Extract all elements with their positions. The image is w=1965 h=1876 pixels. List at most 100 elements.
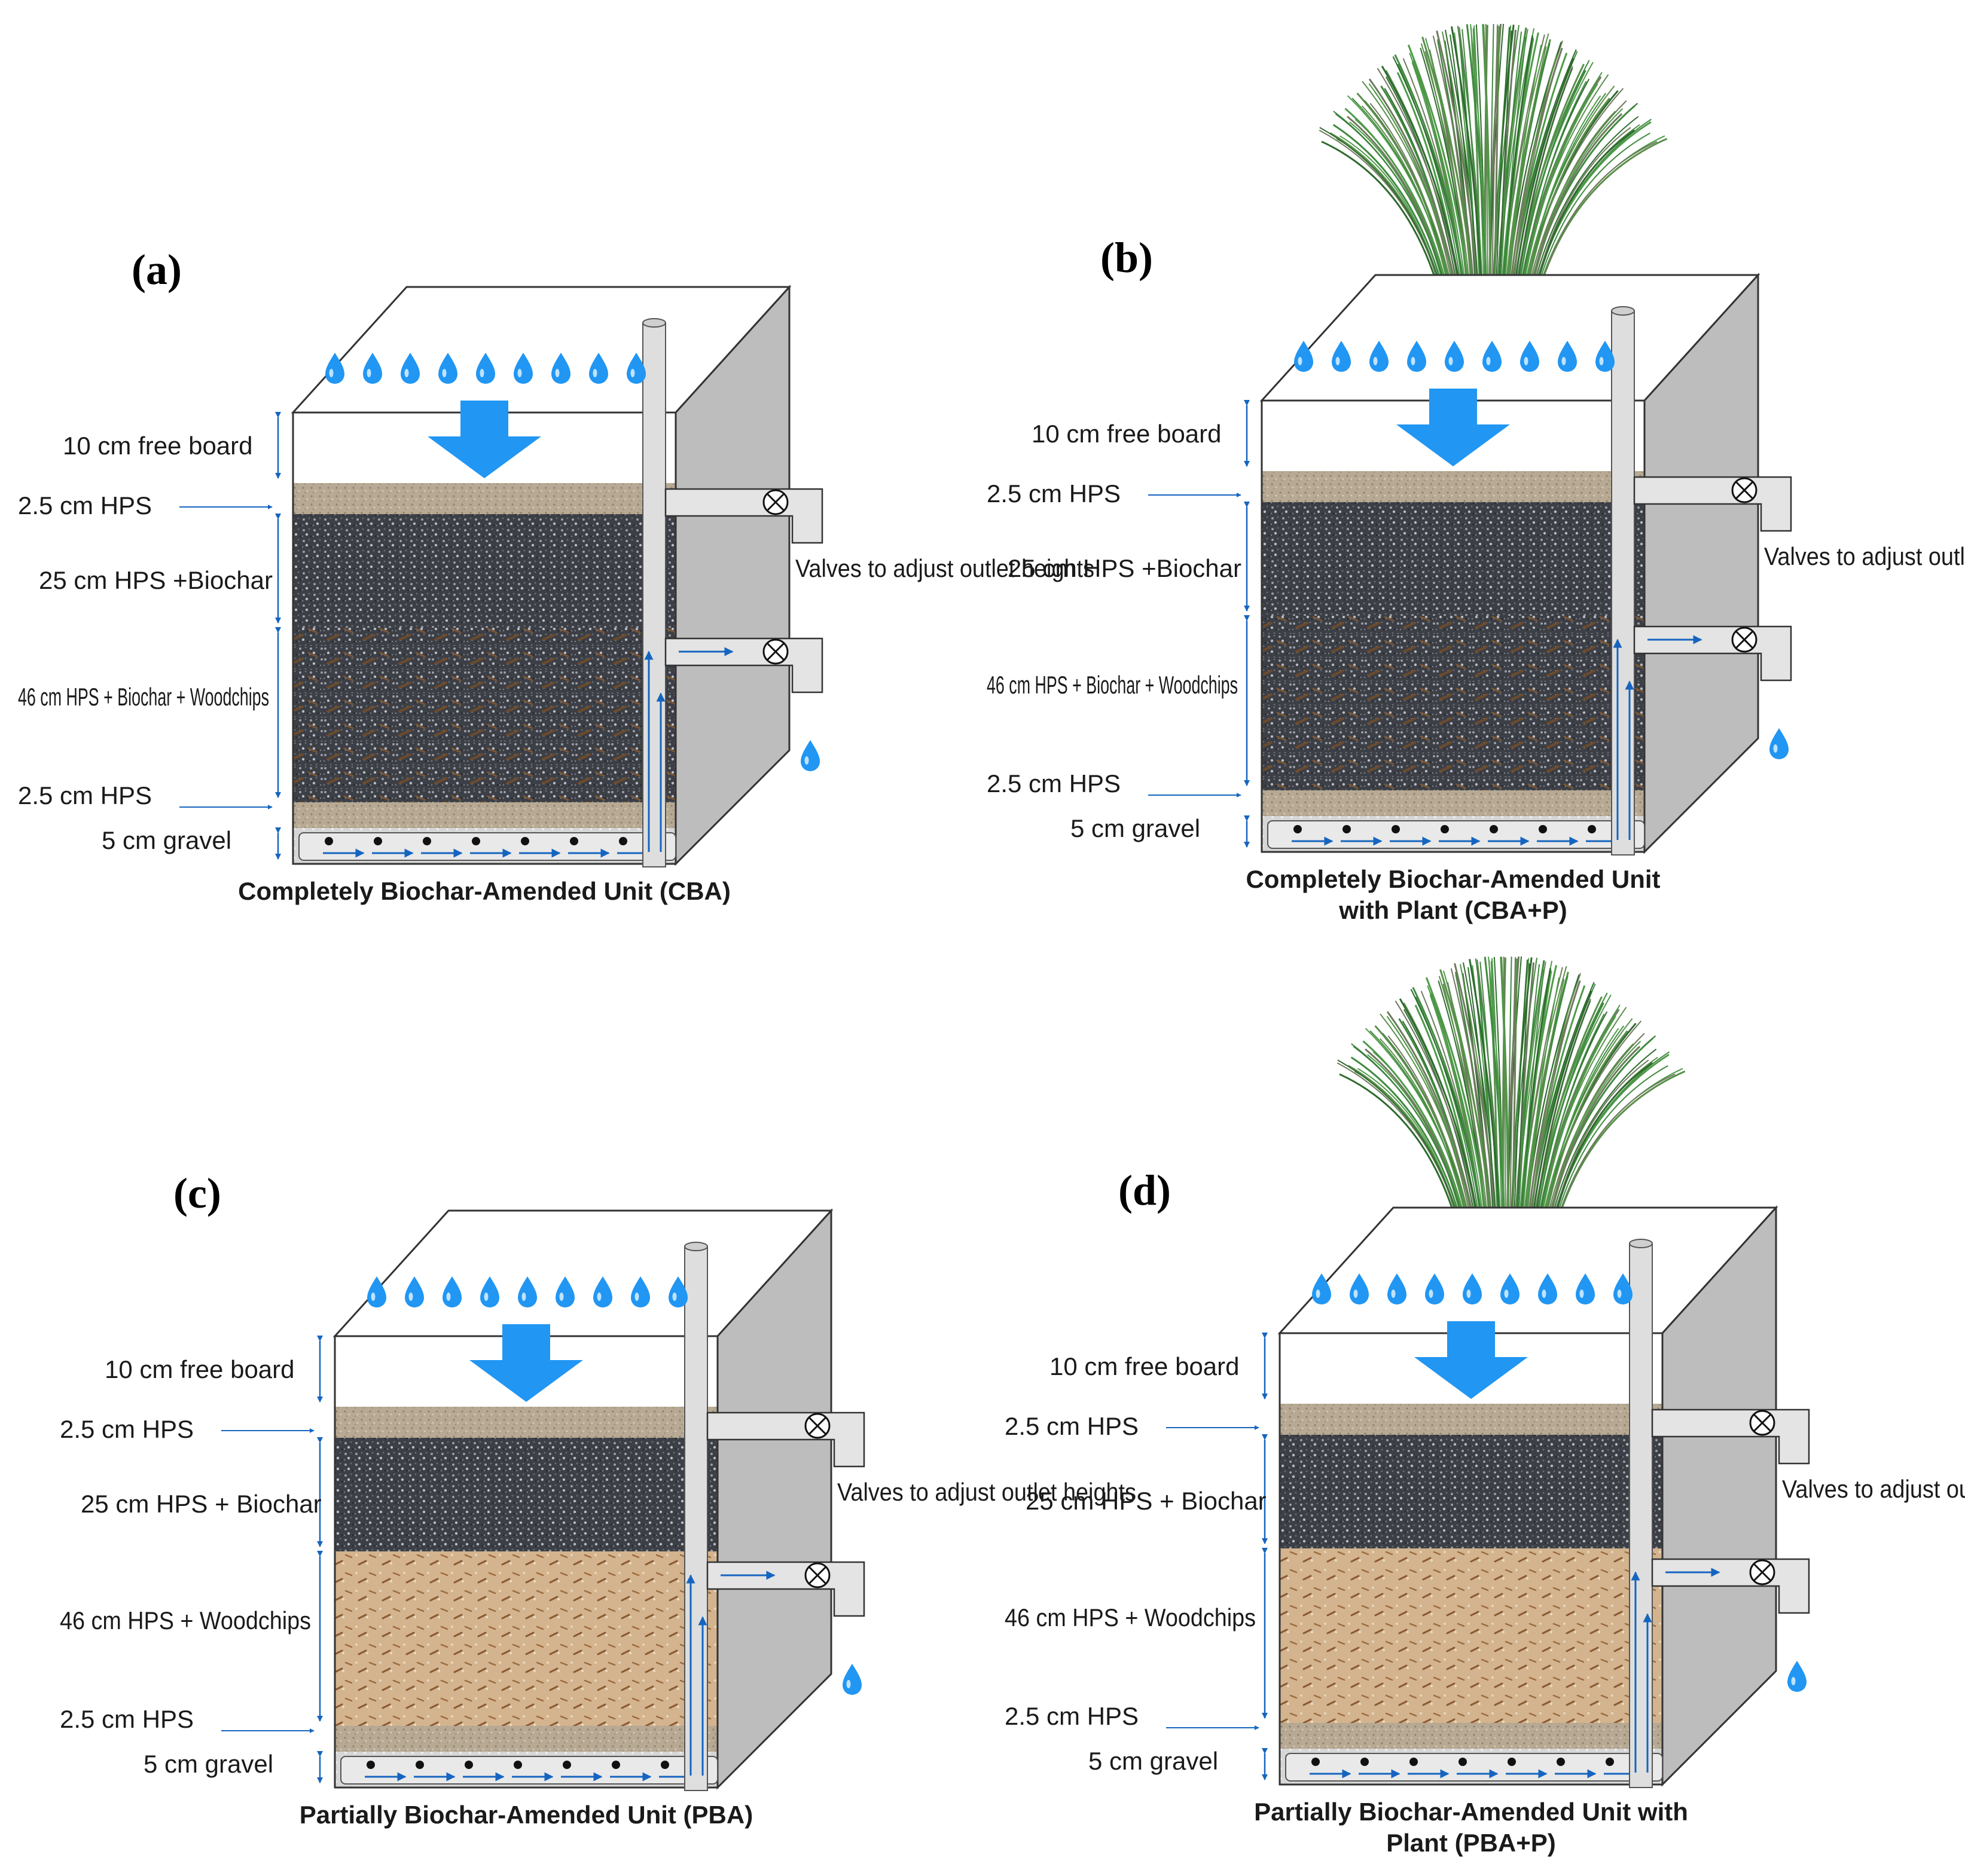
down-arrow-icon bbox=[469, 1324, 583, 1402]
water-drop-icon bbox=[843, 1664, 862, 1695]
water-drop-icon bbox=[1482, 341, 1502, 372]
hps-top-layer bbox=[1262, 471, 1644, 502]
water-drop-icon bbox=[1369, 341, 1389, 372]
water-drop-icon bbox=[593, 1276, 612, 1307]
water-drop-icon bbox=[514, 353, 533, 384]
water-drop-icon bbox=[363, 353, 382, 384]
down-arrow-icon bbox=[1396, 389, 1510, 466]
perforation-dot bbox=[1508, 1758, 1516, 1766]
water-drop-icon bbox=[1463, 1273, 1482, 1304]
perforation-dot bbox=[325, 837, 333, 845]
mixed-media-layer bbox=[293, 628, 676, 802]
hps-top-layer bbox=[1280, 1404, 1662, 1435]
label-hps-biochar: 25 cm HPS +Biochar bbox=[1008, 554, 1241, 582]
perforation-dot bbox=[374, 837, 382, 845]
valve-icon bbox=[1749, 1559, 1775, 1585]
water-drop-icon bbox=[1445, 341, 1464, 372]
label-valves: Valves to adjust outlet heights bbox=[1782, 1475, 1965, 1503]
water-drop-icon bbox=[801, 740, 820, 771]
underdrain-pipe bbox=[340, 1756, 718, 1785]
hps-biochar-layer bbox=[1280, 1435, 1662, 1548]
riser-pipe bbox=[642, 322, 666, 867]
valve-icon bbox=[1731, 627, 1757, 653]
water-drop-icon bbox=[1576, 1273, 1595, 1304]
label-hps-biochar: 25 cm HPS + Biochar bbox=[1026, 1487, 1267, 1515]
water-drop-icon bbox=[443, 1276, 462, 1307]
hps-bottom-layer bbox=[335, 1726, 718, 1752]
water-drop-icon bbox=[1407, 341, 1426, 372]
water-drop-icon bbox=[1558, 341, 1577, 372]
mixed-media-layer bbox=[335, 1551, 718, 1726]
valve-icon bbox=[804, 1562, 831, 1588]
label-free-board: 10 cm free board bbox=[1032, 420, 1222, 448]
label-mixed-layer: 46 cm HPS + Biochar + Woodchips bbox=[987, 671, 1238, 699]
hps-biochar-layer bbox=[293, 514, 676, 628]
water-drop-icon bbox=[1787, 1661, 1807, 1692]
panel-caption: Completely Biochar-Amended Unit bbox=[1246, 865, 1660, 893]
water-drop-icon bbox=[1613, 1273, 1633, 1304]
water-drop-icon bbox=[669, 1276, 688, 1307]
panel-b: 10 cm free board 2.5 cm HPS 25 cm HPS +Bio… bbox=[987, 23, 1965, 924]
label-hps-top: 2.5 cm HPS bbox=[60, 1415, 194, 1443]
water-drop-icon bbox=[627, 353, 646, 384]
label-hps-bottom: 2.5 cm HPS bbox=[18, 781, 152, 809]
label-hps-top: 2.5 cm HPS bbox=[1005, 1412, 1139, 1440]
valve-icon bbox=[762, 638, 789, 665]
perforation-dot bbox=[465, 1761, 473, 1769]
mixed-media-layer bbox=[1262, 616, 1644, 790]
label-gravel: 5 cm gravel bbox=[102, 826, 231, 854]
water-drop-icon bbox=[1538, 1273, 1557, 1304]
hps-biochar-layer bbox=[1262, 502, 1644, 616]
perforation-dot bbox=[1459, 1758, 1467, 1766]
perforation-dot bbox=[1409, 1758, 1418, 1766]
label-free-board: 10 cm free board bbox=[105, 1355, 295, 1383]
panel-tag: (c) bbox=[173, 1169, 221, 1217]
water-drop-icon bbox=[551, 353, 570, 384]
panel-caption: Partially Biochar-Amended Unit with bbox=[1254, 1798, 1688, 1826]
water-drop-icon bbox=[1769, 728, 1789, 759]
label-valves: Valves to adjust outlet heights bbox=[1764, 542, 1965, 570]
water-drop-icon bbox=[401, 353, 420, 384]
hps-biochar-layer bbox=[335, 1438, 718, 1551]
hps-bottom-layer bbox=[1262, 790, 1644, 816]
panel-caption: Completely Biochar-Amended Unit (CBA) bbox=[238, 877, 731, 905]
label-free-board: 10 cm free board bbox=[1049, 1352, 1240, 1380]
perforation-dot bbox=[472, 837, 480, 845]
label-hps-top: 2.5 cm HPS bbox=[18, 491, 152, 520]
water-drop-icon bbox=[1425, 1273, 1444, 1304]
water-drop-icon bbox=[480, 1276, 499, 1307]
panel-caption: with Plant (CBA+P) bbox=[1338, 896, 1567, 924]
hps-bottom-layer bbox=[1280, 1723, 1662, 1749]
perforation-dot bbox=[423, 837, 431, 845]
perforation-dot bbox=[1311, 1758, 1320, 1766]
label-hps-top: 2.5 cm HPS bbox=[987, 479, 1121, 508]
perforation-dot bbox=[1441, 825, 1449, 833]
riser-pipe bbox=[1611, 310, 1635, 855]
panel-caption: Plant (PBA+P) bbox=[1386, 1829, 1556, 1857]
perforation-dot bbox=[1293, 825, 1302, 833]
perforation-dot bbox=[619, 837, 627, 845]
perforation-dot bbox=[1360, 1758, 1369, 1766]
panel-d: 10 cm free board 2.5 cm HPS 25 cm HPS + Bi… bbox=[1005, 956, 1965, 1857]
label-hps-bottom: 2.5 cm HPS bbox=[987, 769, 1121, 798]
hps-top-layer bbox=[293, 483, 676, 514]
riser-pipe bbox=[1629, 1243, 1653, 1788]
perforation-dot bbox=[514, 1761, 522, 1769]
perforation-dot bbox=[661, 1761, 669, 1769]
perforation-dot bbox=[1557, 1758, 1565, 1766]
perforation-dot bbox=[1392, 825, 1400, 833]
down-arrow-icon bbox=[428, 401, 541, 478]
water-drop-icon bbox=[476, 353, 495, 384]
label-hps-bottom: 2.5 cm HPS bbox=[60, 1705, 194, 1733]
panel-tag: (a) bbox=[132, 246, 182, 294]
hps-top-layer bbox=[335, 1407, 718, 1438]
perforation-dot bbox=[612, 1761, 620, 1769]
water-drop-icon bbox=[438, 353, 457, 384]
panel-caption: Partially Biochar-Amended Unit (PBA) bbox=[300, 1801, 753, 1829]
underdrain-pipe bbox=[1267, 820, 1645, 849]
label-gravel: 5 cm gravel bbox=[144, 1750, 273, 1778]
label-free-board: 10 cm free board bbox=[63, 432, 253, 460]
